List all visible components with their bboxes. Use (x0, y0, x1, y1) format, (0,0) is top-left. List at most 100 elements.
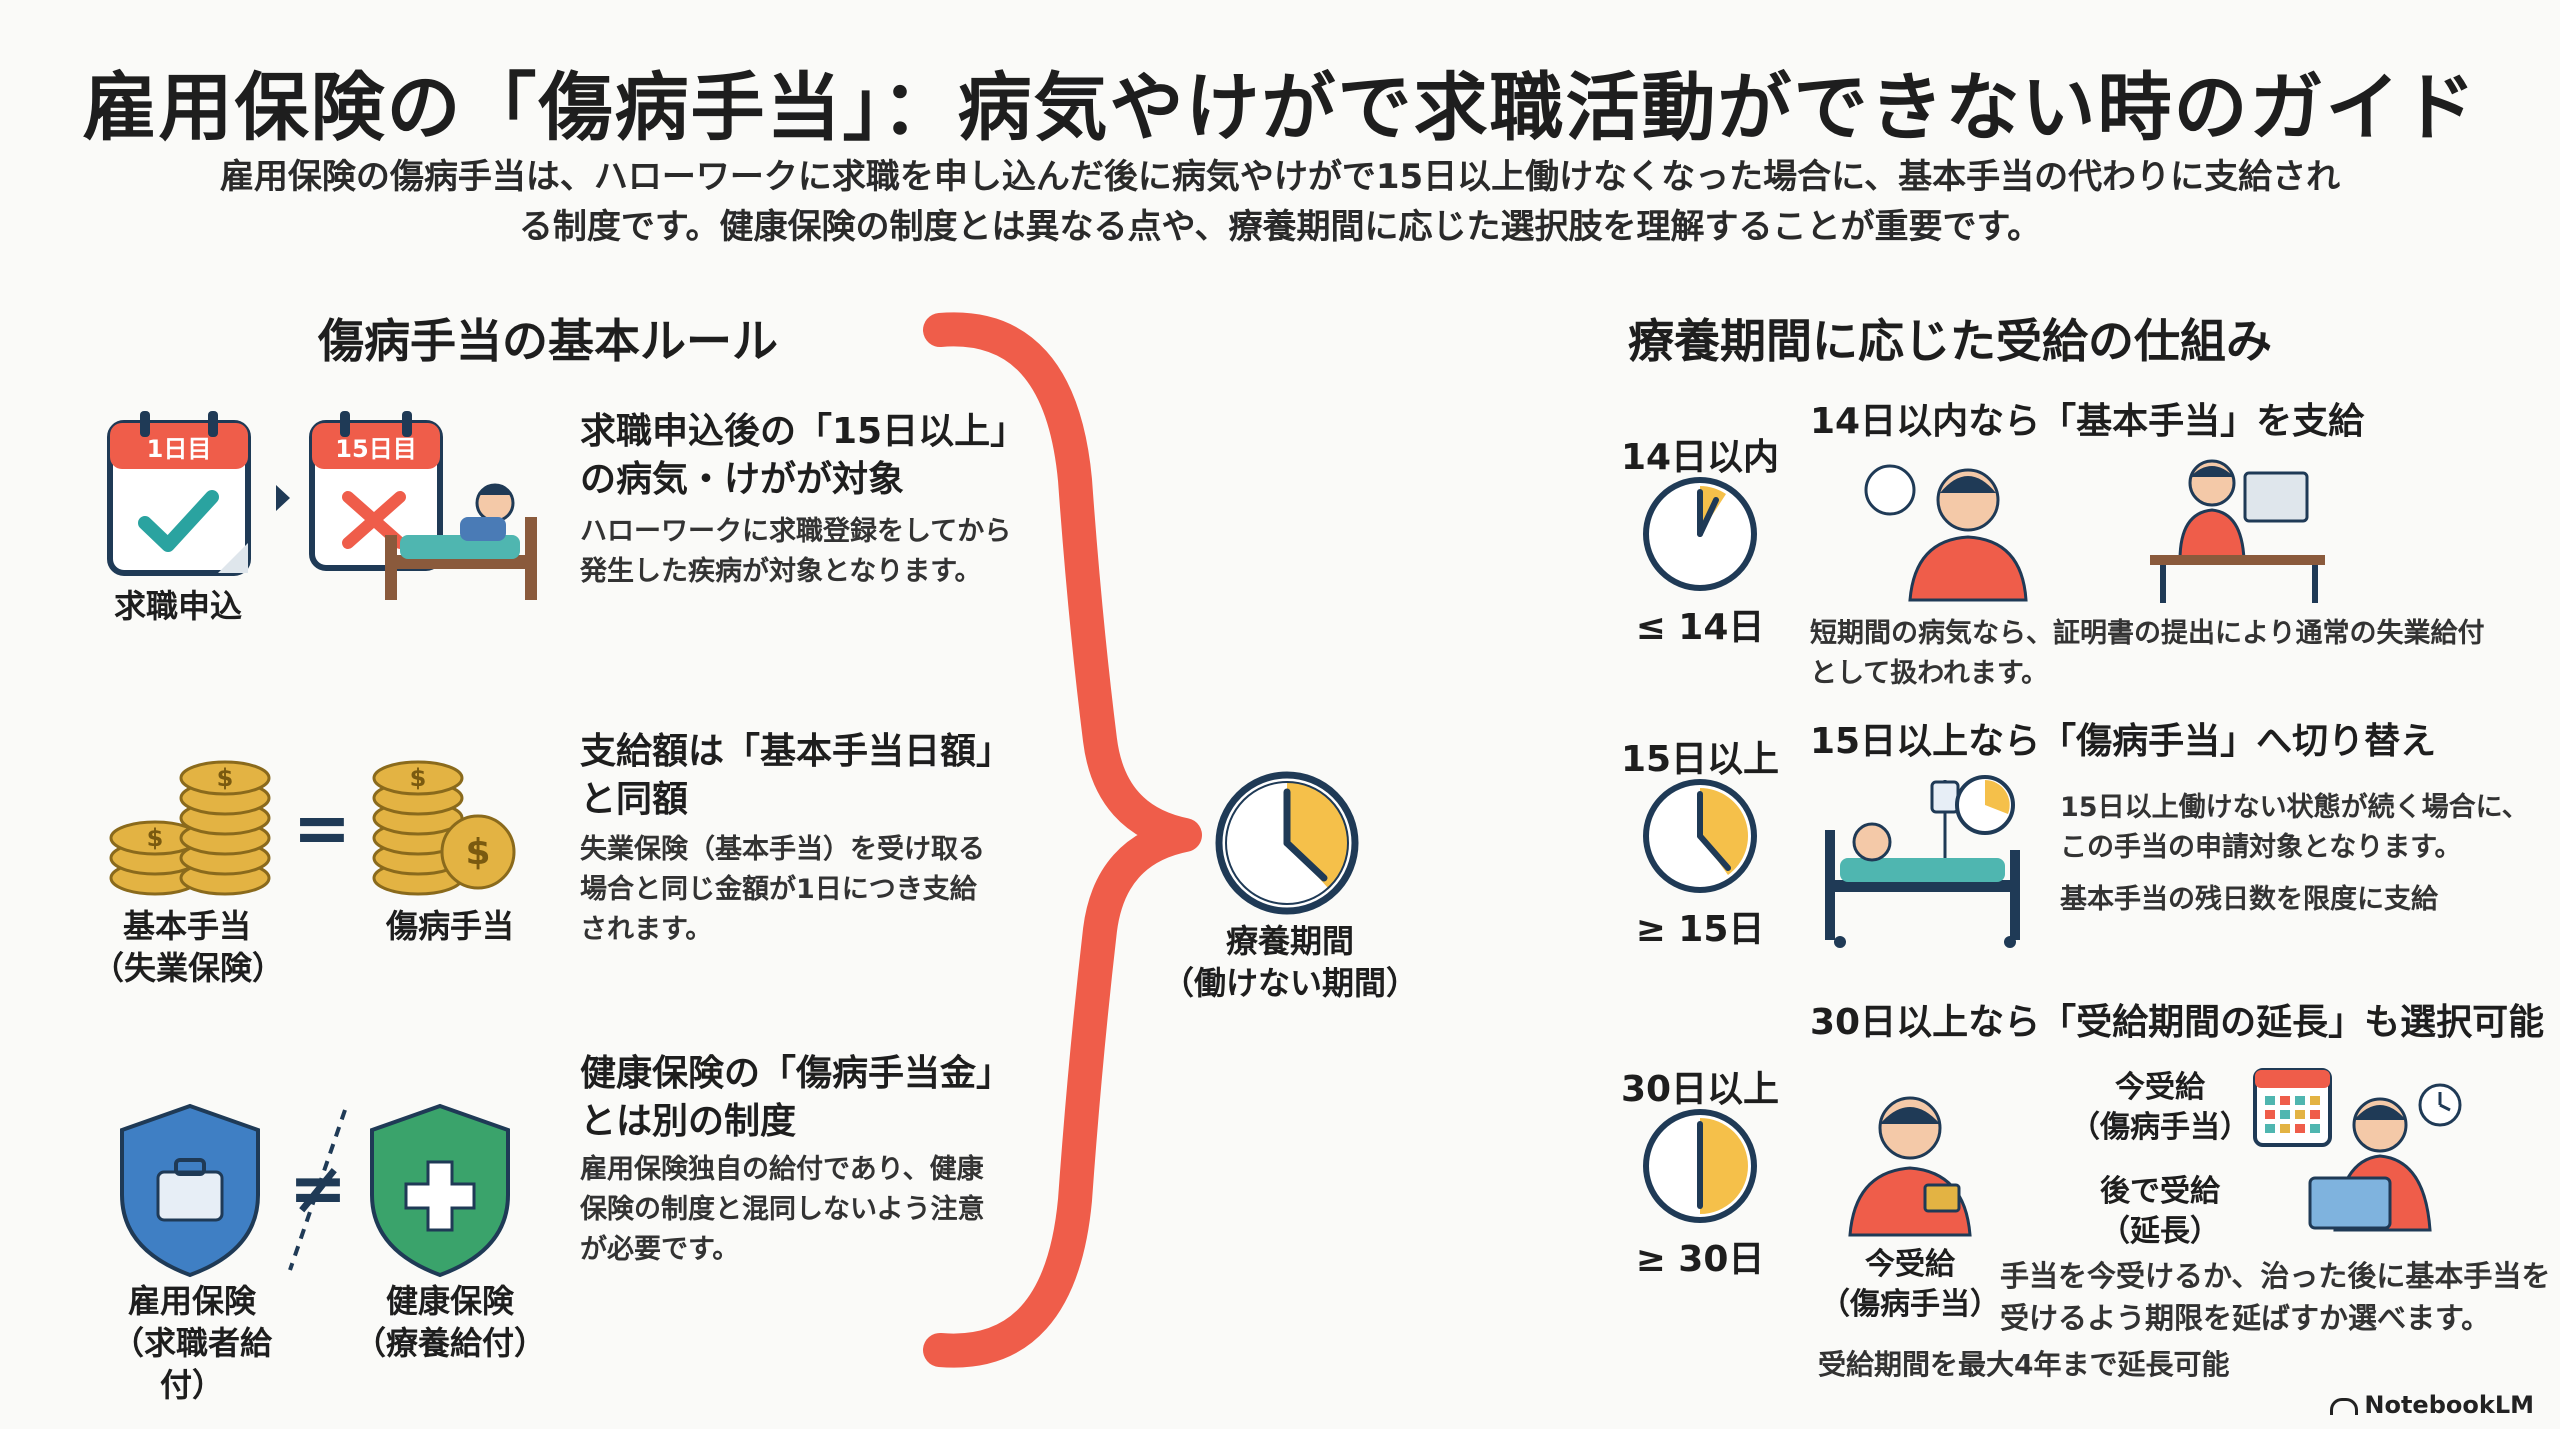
rule1-title: 求職申込後の「15日以上」 の病気・けがが対象 (580, 408, 1026, 504)
svg-text:$: $ (465, 832, 490, 873)
treatment-period-line-2: （働けない期間） (1161, 964, 1418, 1002)
case2-body: 15日以上働けない状態が続く場合に、 この手当の申請対象となります。 (2060, 788, 2529, 868)
brand-watermark: NotebookLM (2330, 1391, 2534, 1419)
page-subtitle: 雇用保険の傷病手当は、ハローワークに求職を申し込んだ後に病気やけがで15日以上働… (160, 152, 2400, 252)
case3-person-caption-line-1: 今受給 (1865, 1247, 1955, 1282)
calendar-laptop-person-icon (2253, 1068, 2462, 1232)
case1-body-line-2: として扱われます。 (1810, 658, 2049, 689)
rule3-illustration: ≠ (120, 1103, 510, 1278)
svg-text:$: $ (147, 824, 164, 852)
case3-person-caption: 今受給 （傷病手当） (1800, 1245, 2020, 1325)
case2-title: 15日以上なら「傷病手当」へ切り替え (1810, 721, 2437, 762)
case1-clock-bottom: ≤ 14日 (1635, 607, 1765, 648)
equals-sign: = (293, 787, 352, 869)
rule3-title-line-2: とは別の制度 (580, 1101, 797, 1142)
case3-now-option: 今受給 （傷病手当） (2050, 1068, 2270, 1148)
rule2-body-line-2: 場合と同じ金額が1日につき支給 (580, 874, 977, 905)
rule3-body-line-3: が必要です。 (580, 1234, 740, 1265)
rule3-right-caption-line-2: （療養給付） (353, 1324, 546, 1362)
small-clock-icon (2418, 1083, 2462, 1127)
coin-stack-dollar-icon (372, 760, 516, 896)
rule1-title-line-1: 求職申込後の「15日以上」 (580, 411, 1027, 452)
case2-clock-top: 15日以上 (1620, 739, 1780, 780)
case3-body-line-3: 受給期間を最大4年まで延長可能 (1818, 1348, 2230, 1381)
rule2-title: 支給額は「基本手当日額」 と同額 (580, 728, 1012, 824)
arrow-right-icon (276, 485, 290, 511)
rule2-body-line-1: 失業保険（基本手当）を受け取る (580, 834, 985, 865)
case1-clock-top: 14日以内 (1620, 437, 1780, 478)
curly-brace-connector (923, 312, 1202, 1368)
case3-now-line-1: 今受給 (2115, 1070, 2205, 1105)
rule1-body: ハローワークに求職登録をしてから 発生した疾病が対象となります。 (580, 512, 1011, 592)
case3-body-line-2: 受けるよう期限を延ばすか選べます。 (2000, 1301, 2491, 1335)
rule2-illustration: $ $ = $ $ (109, 760, 516, 896)
rule1-body-line-2: 発生した疾病が対象となります。 (580, 556, 982, 587)
page-title: 雇用保険の「傷病手当」：病気やけがで求職活動ができない時のガイド (82, 65, 2478, 151)
svg-text:$: $ (217, 764, 234, 792)
person-with-laptop-icon (2308, 1097, 2432, 1232)
person-with-money-icon (1848, 1096, 1972, 1237)
case3-later-line-1: 後で受給 (2100, 1174, 2220, 1209)
rule3-left-caption-line-2: （求職者給付） (111, 1324, 272, 1404)
rule1-body-line-1: ハローワークに求職登録をしてから (580, 516, 1012, 547)
rule2-title-line-2: と同額 (580, 779, 689, 820)
case3-later-option: 後で受給 （延長） (2050, 1172, 2270, 1252)
calendar-cross-icon (309, 411, 443, 571)
rule1-icon-caption: 求職申込 (113, 587, 242, 625)
rule3-body-line-2: 保険の制度と混同しないよう注意 (580, 1194, 985, 1225)
rule2-left-caption-line-2: （失業保険） (92, 949, 285, 987)
subtitle-line-1: 雇用保険の傷病手当は、ハローワークに求職を申し込んだ後に病気やけがで15日以上働… (219, 157, 2341, 197)
case1-illustration (1864, 459, 2325, 603)
case1-body-line-1: 短期間の病気なら、証明書の提出により通常の失業給付 (1810, 618, 2485, 649)
case3-title: 30日以上なら「受給期間の延長」も選択可能 (1810, 1002, 2545, 1043)
subtitle-line-2: る制度です。健康保険の制度とは異なる点や、療養期間に応じた選択肢を理解することが… (518, 207, 2042, 247)
rule2-title-line-1: 支給額は「基本手当日額」 (580, 731, 1013, 772)
left-section-heading: 傷病手当の基本ルール (318, 314, 778, 368)
brand-label: NotebookLM (2364, 1391, 2534, 1419)
person-headache-icon (1864, 464, 2028, 602)
notebooklm-logo-icon (2330, 1397, 2359, 1415)
case3-clock-bottom: ≥ 30日 (1635, 1239, 1765, 1280)
calendar-icon (2253, 1068, 2332, 1147)
rule3-right-caption-line-1: 健康保険 (385, 1282, 514, 1320)
rule3-title-line-1: 健康保険の「傷病手当金」 (580, 1053, 1013, 1094)
hospital-bed-patient-icon (1825, 775, 2020, 948)
case3-body-line-1: 手当を今受けるか、治った後に基本手当を (2000, 1259, 2551, 1293)
calendar-check-icon (107, 411, 251, 576)
rule3-right-caption: 健康保険 （療養給付） (350, 1280, 550, 1364)
rule3-left-caption: 雇用保険 （求職者給付） (92, 1280, 292, 1406)
rule1-illustration: 1日目 15日目 (107, 411, 537, 600)
case3-now-line-2: （傷病手当） (2070, 1110, 2250, 1145)
case2-body-line-3: 基本手当の残日数を限度に支給 (2060, 884, 2438, 915)
svg-text:$: $ (410, 764, 427, 792)
coin-stack-icon (109, 760, 271, 896)
case3-clock-top: 30日以上 (1620, 1069, 1780, 1110)
treatment-period-line-1: 療養期間 (1225, 922, 1354, 960)
rule2-body-line-3: されます。 (580, 914, 713, 945)
case2-clock-bottom: ≥ 15日 (1635, 909, 1765, 950)
rule3-title: 健康保険の「傷病手当金」 とは別の制度 (580, 1050, 1012, 1146)
rule2-left-caption: 基本手当 （失業保険） (92, 905, 285, 989)
rule3-left-caption-line-1: 雇用保険 (127, 1282, 256, 1320)
treatment-period-label: 療養期間 （働けない期間） (1160, 920, 1420, 1004)
not-equal-sign: ≠ (289, 1147, 348, 1229)
rule3-body-line-1: 雇用保険独自の給付であり、健康 (580, 1154, 984, 1185)
case1-body: 短期間の病気なら、証明書の提出により通常の失業給付 として扱われます。 (1810, 614, 2484, 694)
clock-15-days-icon (1643, 779, 1757, 893)
case3-person-caption-line-2: （傷病手当） (1820, 1287, 2000, 1322)
clock-14-days-icon (1643, 477, 1757, 591)
rule2-right-caption: 傷病手当 (385, 907, 514, 945)
treatment-period-clock-icon (1215, 771, 1359, 915)
calendar2-label: 15日目 (335, 435, 416, 463)
case1-title: 14日以内なら「基本手当」を支給 (1810, 401, 2365, 442)
calendar1-label: 1日目 (147, 435, 212, 463)
person-at-desk-icon (2150, 459, 2325, 603)
rule2-left-caption-line-1: 基本手当 (122, 907, 251, 945)
shield-briefcase-icon (120, 1103, 260, 1278)
case3-later-line-2: （延長） (2100, 1214, 2220, 1249)
sick-person-bed-icon (385, 483, 537, 600)
right-section-heading: 療養期間に応じた受給の仕組み (1628, 314, 2272, 368)
shield-medical-cross-icon (370, 1103, 510, 1278)
case3-body: 手当を今受けるか、治った後に基本手当を 受けるよう期限を延ばすか選べます。 (2000, 1255, 2550, 1339)
rule2-body: 失業保険（基本手当）を受け取る 場合と同じ金額が1日につき支給 されます。 (580, 830, 985, 950)
